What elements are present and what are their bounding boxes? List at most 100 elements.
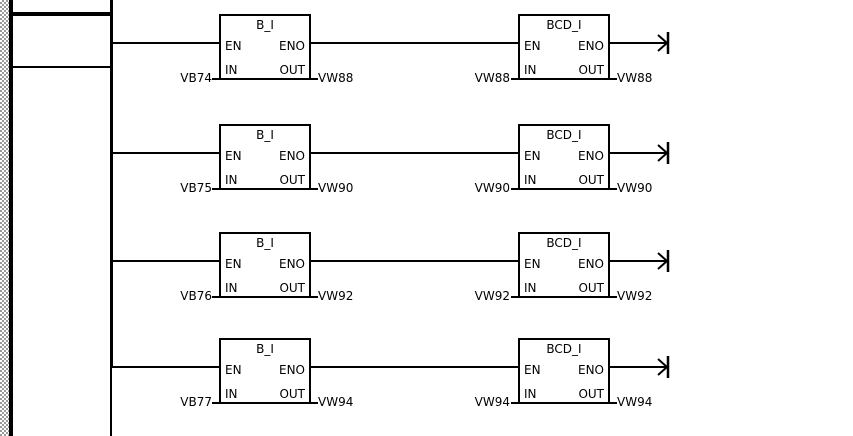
rung-3-b-i-in-operand[interactable]: VB76: [180, 289, 212, 303]
rung-2-b-i-pin-en: EN: [225, 149, 242, 163]
rung-3-b-i-in-stub: [212, 296, 220, 298]
rung-2-b-i-in-stub: [212, 188, 220, 190]
rung-3-bcd-i-pin-in: IN: [524, 281, 537, 295]
rung-1-b-i-out-operand[interactable]: VW88: [318, 71, 354, 85]
rung-2-bcd-i-out-operand[interactable]: VW90: [617, 181, 653, 195]
rung-1-block-bcd-i-title: BCD_I: [546, 18, 582, 32]
rung-4-b-i-pin-out: OUT: [279, 387, 305, 401]
rung-2-bcd-i-in-operand[interactable]: VW90: [474, 181, 510, 195]
rung-3-block-b-i[interactable]: B_I EN ENO IN OUT: [219, 232, 311, 298]
rung-1-bcd-i-out-stub: [609, 78, 617, 80]
rung-4-bcd-i-pin-eno: ENO: [577, 363, 604, 377]
rung-4-block-b-i[interactable]: B_I EN ENO IN OUT: [219, 338, 311, 404]
rung-1-b-i-pin-eno: ENO: [278, 39, 305, 53]
rung-2-bcd-i-out-stub: [609, 188, 617, 190]
rung-1-bcd-i-pin-en: EN: [524, 39, 541, 53]
rung-2-continuation-arrow-icon[interactable]: [654, 140, 674, 166]
rung-3-bcd-i-in-stub: [511, 296, 519, 298]
rung-3-terminator-wire: [610, 260, 662, 262]
rung-1-b-i-pin-en: EN: [225, 39, 242, 53]
rung-3-block-b-i-title: B_I: [256, 236, 274, 250]
rung-1-terminator-wire: [610, 42, 662, 44]
rung-3-b-i-pin-in: IN: [225, 281, 238, 295]
rung-2-b-i-pin-in: IN: [225, 173, 238, 187]
rung-2-b-i-out-operand[interactable]: VW90: [318, 181, 354, 195]
rung-2-block-b-i-title: B_I: [256, 128, 274, 142]
rung-4-terminator-wire: [610, 366, 662, 368]
rung-1-block-b-i-title: B_I: [256, 18, 274, 32]
rung-1-bcd-i-pin-in: IN: [524, 63, 537, 77]
rung-2-eno-to-en-wire: [311, 152, 520, 154]
rung-1-b-i-out-stub: [310, 78, 318, 80]
rung-3-b-i-pin-out: OUT: [279, 281, 305, 295]
rung-3-bcd-i-out-operand[interactable]: VW92: [617, 289, 653, 303]
rung-4-en-wire: [110, 366, 221, 368]
rung-4-bcd-i-pin-out: OUT: [578, 387, 604, 401]
rung-1-eno-to-en-wire: [311, 42, 520, 44]
rung-1-en-wire: [110, 42, 221, 44]
rung-2-bcd-i-in-stub: [511, 188, 519, 190]
rung-4-block-bcd-i-title: BCD_I: [546, 342, 582, 356]
rung-2-bcd-i-pin-out: OUT: [578, 173, 604, 187]
rung-1-continuation-arrow-icon[interactable]: [654, 30, 674, 56]
rung-3-bcd-i-pin-en: EN: [524, 257, 541, 271]
rung-4-b-i-pin-in: IN: [225, 387, 238, 401]
rung-3-b-i-pin-en: EN: [225, 257, 242, 271]
rung-1-bcd-i-in-operand[interactable]: VW88: [474, 71, 510, 85]
rung-3-bcd-i-pin-eno: ENO: [577, 257, 604, 271]
rung-1-b-i-pin-in: IN: [225, 63, 238, 77]
rung-4-bcd-i-pin-in: IN: [524, 387, 537, 401]
rung-4-b-i-in-operand[interactable]: VB77: [180, 395, 212, 409]
rung-1-bcd-i-out-operand[interactable]: VW88: [617, 71, 653, 85]
power-rail-left-edge: [9, 0, 11, 436]
rung-2-bcd-i-pin-eno: ENO: [577, 149, 604, 163]
rung-4-block-bcd-i[interactable]: BCD_I EN ENO IN OUT: [518, 338, 610, 404]
partial-instruction-box-above[interactable]: [11, 0, 112, 14]
rung-2-b-i-pin-eno: ENO: [278, 149, 305, 163]
rung-4-b-i-pin-en: EN: [225, 363, 242, 377]
rung-4-b-i-out-stub: [310, 402, 318, 404]
power-rail-branch: [110, 0, 113, 368]
rung-4-bcd-i-out-stub: [609, 402, 617, 404]
rung-1-block-b-i[interactable]: B_I EN ENO IN OUT: [219, 14, 311, 80]
rung-2-block-bcd-i[interactable]: BCD_I EN ENO IN OUT: [518, 124, 610, 190]
rung-4-bcd-i-out-operand[interactable]: VW94: [617, 395, 653, 409]
rung-4-bcd-i-in-stub: [511, 402, 519, 404]
rung-1-block-bcd-i[interactable]: BCD_I EN ENO IN OUT: [518, 14, 610, 80]
rung-1-b-i-in-stub: [212, 78, 220, 80]
rung-3-b-i-out-stub: [310, 296, 318, 298]
rung-3-b-i-pin-eno: ENO: [278, 257, 305, 271]
rung-3-bcd-i-pin-out: OUT: [578, 281, 604, 295]
rung-3-continuation-arrow-icon[interactable]: [654, 248, 674, 274]
editor-margin-strip: [0, 0, 9, 436]
rung-3-block-bcd-i-title: BCD_I: [546, 236, 582, 250]
rung-1-bcd-i-pin-eno: ENO: [577, 39, 604, 53]
rung-2-bcd-i-pin-in: IN: [524, 173, 537, 187]
rung-4-b-i-out-operand[interactable]: VW94: [318, 395, 354, 409]
rung-4-block-b-i-title: B_I: [256, 342, 274, 356]
partial-instruction-box[interactable]: [11, 14, 112, 68]
partial-instruction-box-below[interactable]: [11, 68, 112, 436]
rung-3-block-bcd-i[interactable]: BCD_I EN ENO IN OUT: [518, 232, 610, 298]
rung-2-b-i-pin-out: OUT: [279, 173, 305, 187]
rung-4-bcd-i-pin-en: EN: [524, 363, 541, 377]
rung-3-bcd-i-in-operand[interactable]: VW92: [474, 289, 510, 303]
rung-3-en-wire: [110, 260, 221, 262]
rung-2-terminator-wire: [610, 152, 662, 154]
rung-3-b-i-out-operand[interactable]: VW92: [318, 289, 354, 303]
rung-4-b-i-pin-eno: ENO: [278, 363, 305, 377]
rung-1-bcd-i-in-stub: [511, 78, 519, 80]
rung-1-b-i-in-operand[interactable]: VB74: [180, 71, 212, 85]
rung-3-bcd-i-out-stub: [609, 296, 617, 298]
rung-2-block-b-i[interactable]: B_I EN ENO IN OUT: [219, 124, 311, 190]
rung-2-b-i-in-operand[interactable]: VB75: [180, 181, 212, 195]
rung-2-en-wire: [110, 152, 221, 154]
rung-4-continuation-arrow-icon[interactable]: [654, 354, 674, 380]
rung-4-bcd-i-in-operand[interactable]: VW94: [474, 395, 510, 409]
rung-1-b-i-pin-out: OUT: [279, 63, 305, 77]
rung-2-b-i-out-stub: [310, 188, 318, 190]
rung-1-bcd-i-pin-out: OUT: [578, 63, 604, 77]
rung-4-eno-to-en-wire: [311, 366, 520, 368]
rung-2-bcd-i-pin-en: EN: [524, 149, 541, 163]
